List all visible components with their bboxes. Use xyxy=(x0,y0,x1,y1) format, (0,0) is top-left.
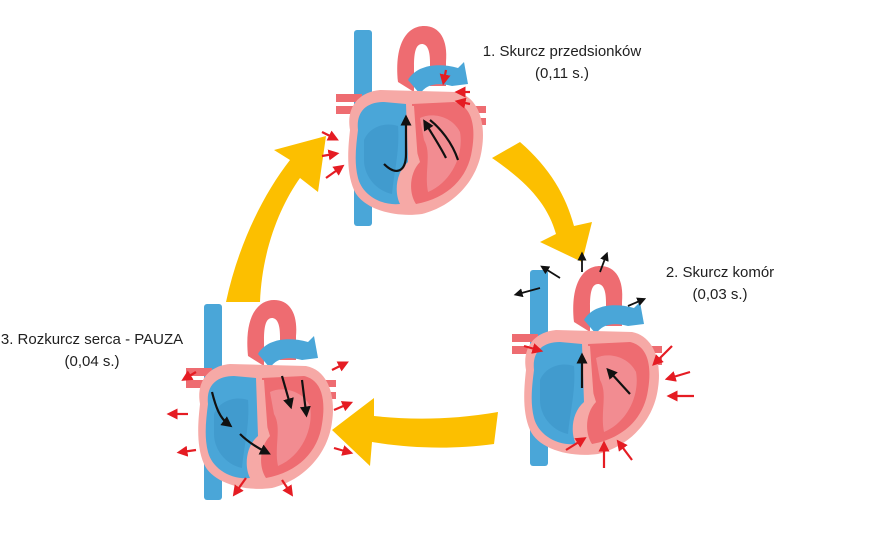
stage-3-label: 3. Rozkurcz serca - PAUZA (0,04 s.) xyxy=(0,329,202,373)
stage-3-duration: (0,04 s.) xyxy=(64,353,120,370)
stage-2-label: 2. Skurcz komór (0,03 s.) xyxy=(655,262,785,306)
stage-1-title: 1. Skurcz przedsionków xyxy=(482,43,642,60)
flow-arrows-out-stage-2 xyxy=(513,251,647,307)
pressure-arrows-stage-2 xyxy=(523,343,694,468)
cycle-arrow-2-to-3 xyxy=(332,398,498,466)
pressure-arrows-stage-1 xyxy=(321,69,471,179)
stage-2-title: 2. Skurcz komór xyxy=(665,264,775,281)
stage-2-duration: (0,03 s.) xyxy=(692,286,748,303)
heart-diagram-stage-2 xyxy=(512,266,662,466)
pressure-arrows-stage-3 xyxy=(166,361,354,497)
heart-diagram-stage-1 xyxy=(336,26,486,226)
stage-1-duration: (0,11 s.) xyxy=(535,65,589,82)
heart-diagram-stage-3 xyxy=(186,300,336,500)
stage-1-label: 1. Skurcz przedsionków (0,11 s.) xyxy=(462,41,662,85)
cycle-arrow-1-to-2 xyxy=(492,142,592,262)
stage-3-title: 3. Rozkurcz serca - PAUZA xyxy=(0,331,184,348)
cycle-arrow-3-to-1 xyxy=(226,136,326,302)
